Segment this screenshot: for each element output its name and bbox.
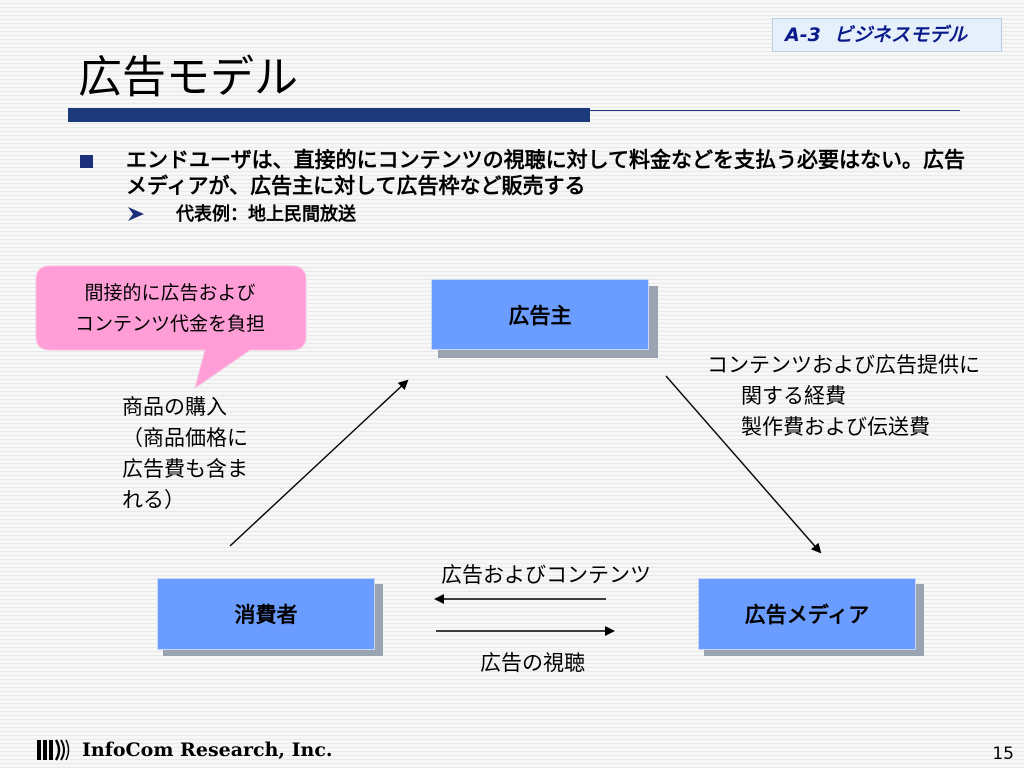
callout-line-1: 間接的に広告および [84, 282, 256, 304]
bullet-square-icon [80, 155, 93, 168]
ads-and-content-label: 広告およびコンテンツ [441, 563, 651, 587]
cost-label: コンテンツおよび広告提供に 関する経費 製作費および伝送費 [707, 350, 980, 443]
media-node: 広告メディア [698, 578, 916, 650]
purchase-label: 商品の購入 （商品価格に 広告費も含ま れる） [122, 392, 248, 516]
main-bullet-text: エンドユーザは、直接的にコンテンツの視聴に対して料金などを支払う必要はない。広告… [126, 148, 965, 198]
title-underline-rule [590, 110, 960, 111]
arrow-consumer-to-advertiser [229, 379, 409, 547]
callout-text: 間接的に広告および コンテンツ代金を負担 [36, 278, 304, 340]
purchase-label-line-2: （商品価格に [122, 426, 248, 450]
page-number: 15 [992, 744, 1014, 764]
sub-bullet-text: 代表例：地上民間放送 [176, 204, 356, 225]
section-tag: A-3 ビジネスモデル [772, 18, 1002, 52]
purchase-label-line-4: れる） [122, 488, 185, 512]
arrow-advertiser-to-media [665, 375, 822, 554]
title-underline-bar [68, 108, 590, 122]
callout-line-2: コンテンツ代金を負担 [74, 313, 265, 335]
company-logo-icon [37, 739, 70, 761]
cost-label-line-3: 製作費および伝送費 [741, 415, 930, 439]
callout-bubble-shape [35, 265, 307, 390]
cost-label-line-1: コンテンツおよび広告提供に [707, 353, 980, 377]
sub-bullet-arrow-icon [128, 207, 144, 221]
purchase-label-line-3: 広告費も含ま [122, 457, 248, 481]
cost-label-line-2: 関する経費 [741, 384, 846, 408]
page-title: 広告モデル [78, 52, 298, 103]
consumer-node: 消費者 [157, 578, 375, 650]
purchase-label-line-1: 商品の購入 [122, 395, 227, 419]
advertiser-node: 広告主 [431, 279, 649, 350]
footer-company-name: InfoCom Research, Inc. [82, 739, 333, 761]
ad-viewing-label: 広告の視聴 [480, 651, 585, 675]
